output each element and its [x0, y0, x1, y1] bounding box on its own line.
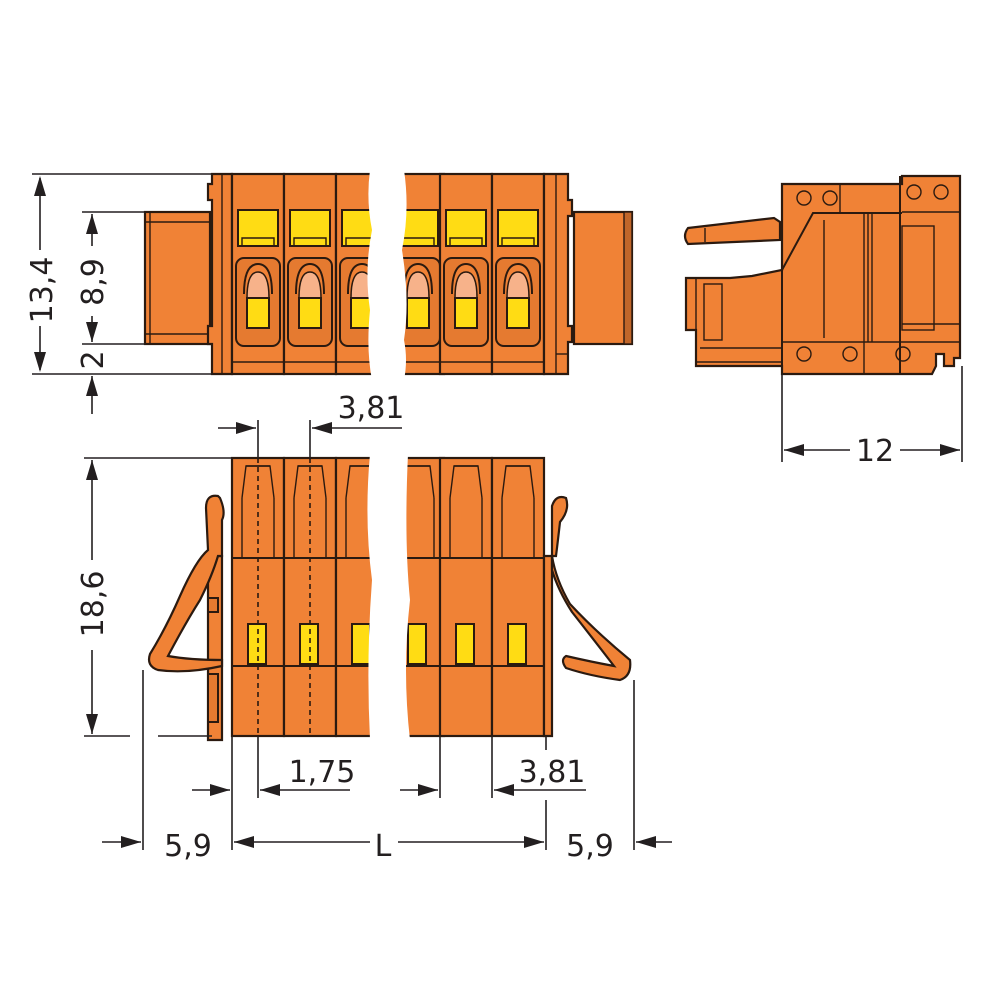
dim-bottom-offset: 2: [76, 350, 111, 369]
front-view: [147, 454, 632, 742]
dim-first-pin-offset: 1,75: [289, 755, 356, 790]
dim-length: L: [375, 829, 392, 864]
top-view-dimensions: 13,4 8,9 2: [25, 173, 212, 414]
dim-total-height: 13,4: [25, 257, 60, 324]
front-view-dimensions: 18,6 3,81 1,75 3,81 5,9 L: [76, 391, 672, 864]
dim-depth: 12: [856, 434, 894, 469]
side-view: [683, 174, 962, 376]
dim-latch-left: 5,9: [164, 829, 212, 864]
dim-latch-right: 5,9: [566, 829, 614, 864]
dim-flange-height: 8,9: [76, 258, 111, 306]
dim-height: 18,6: [76, 571, 111, 638]
side-view-dimensions: 12: [781, 366, 963, 469]
dim-pitch-bottom: 3,81: [519, 755, 586, 790]
dim-pitch-top: 3,81: [338, 391, 405, 426]
top-view: [143, 170, 634, 380]
